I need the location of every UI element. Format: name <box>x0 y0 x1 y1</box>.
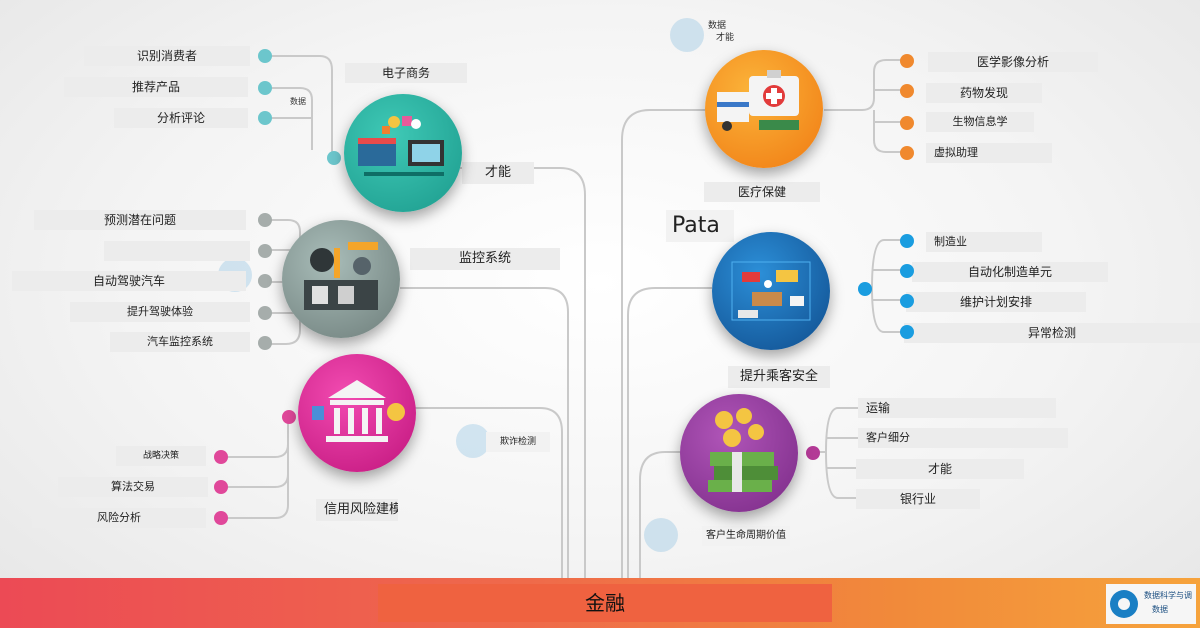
magenta-dot-icon <box>282 410 296 424</box>
blue-dot-icon <box>900 294 914 308</box>
credit-sub-label: 欺诈检测 <box>486 432 550 452</box>
ecommerce-icon <box>344 94 462 212</box>
ecommerce-sub-label: 才能 <box>462 162 534 184</box>
credit-item-3: 风险分析 <box>32 508 206 528</box>
brand-logo-line1: 数据科学与调 <box>1144 591 1192 600</box>
watermark-logo-icon <box>644 518 678 552</box>
talent-top-line2: 才能 <box>716 33 735 43</box>
purple-dot-icon <box>806 446 820 460</box>
bank-icon <box>298 354 416 472</box>
healthcare-item-2: 药物发现 <box>926 83 1042 103</box>
orange-dot-icon <box>900 54 914 68</box>
brand-logo: 数据科学与调 数据 <box>1106 584 1196 624</box>
orange-dot-icon <box>900 84 914 98</box>
blue-dot-icon <box>858 282 872 296</box>
magenta-dot-icon <box>214 511 228 525</box>
gray-dot-icon <box>258 306 272 320</box>
ecommerce-title: 电子商务 <box>345 63 467 83</box>
machinery-icon <box>282 220 400 338</box>
monitoring-item-2 <box>104 241 250 261</box>
monitoring-item-4: 提升驾驶体验 <box>70 302 250 322</box>
magenta-dot-icon <box>214 480 228 494</box>
blue-dot-icon <box>900 325 914 339</box>
blue-dot-icon <box>900 264 914 278</box>
healthcare-title: 医疗保健 <box>704 182 820 202</box>
teal-dot-icon <box>327 151 341 165</box>
brand-logo-icon-center <box>1118 598 1130 610</box>
ecommerce-item-1: 识别消费者 <box>84 46 250 66</box>
credit-item-1: 战略决策 <box>116 446 206 466</box>
talent-top-line1: 数据 <box>708 21 727 31</box>
magenta-dot-icon <box>214 450 228 464</box>
gray-dot-icon <box>258 244 272 258</box>
money-item-4: 银行业 <box>856 489 980 509</box>
monitoring-item-1: 预测潜在问题 <box>34 210 246 230</box>
logistics-icon <box>712 232 830 350</box>
logistics-item-1: 制造业 <box>926 232 1042 252</box>
money-item-2: 客户细分 <box>858 428 1068 448</box>
money-stack-icon <box>680 394 798 512</box>
watermark-label-left: 数据 <box>290 97 306 106</box>
gray-dot-icon <box>258 274 272 288</box>
monitoring-item-3: 自动驾驶汽车 <box>12 271 246 291</box>
ecommerce-item-2: 推荐产品 <box>64 77 248 97</box>
center-title: 金融 <box>378 584 832 622</box>
money-item-3: 才能 <box>856 459 1024 479</box>
monitoring-item-5: 汽车监控系统 <box>110 332 250 352</box>
ecommerce-item-3: 分析评论 <box>114 108 248 128</box>
credit-title: 信用风险建模 <box>316 499 398 521</box>
logistics-title: 提升乘客安全 <box>728 366 830 388</box>
watermark-logo-icon <box>456 424 490 458</box>
money-item-1: 运输 <box>858 398 1056 418</box>
healthcare-item-3: 生物信息学 <box>926 112 1034 132</box>
logistics-item-4: 异常检测 <box>904 323 1200 343</box>
medical-kit-icon <box>705 50 823 168</box>
watermark-logo-icon <box>670 18 704 52</box>
logistics-item-3: 维护计划安排 <box>906 292 1086 312</box>
credit-item-2: 算法交易 <box>58 477 208 497</box>
gray-dot-icon <box>258 213 272 227</box>
gray-dot-icon <box>258 336 272 350</box>
orange-dot-icon <box>900 116 914 130</box>
logistics-item-2: 自动化制造单元 <box>912 262 1108 282</box>
teal-dot-icon <box>258 111 272 125</box>
orange-dot-icon <box>900 146 914 160</box>
healthcare-item-4: 虚拟助理 <box>926 143 1052 163</box>
teal-dot-icon <box>258 81 272 95</box>
healthcare-item-1: 医学影像分析 <box>928 52 1098 72</box>
monitoring-title: 监控系统 <box>410 248 560 270</box>
blue-dot-icon <box>900 234 914 248</box>
brand-logo-line2: 数据 <box>1152 605 1168 614</box>
pata-label: Pata <box>666 210 734 242</box>
money-title: 客户生命周期价值 <box>702 526 790 546</box>
teal-dot-icon <box>258 49 272 63</box>
